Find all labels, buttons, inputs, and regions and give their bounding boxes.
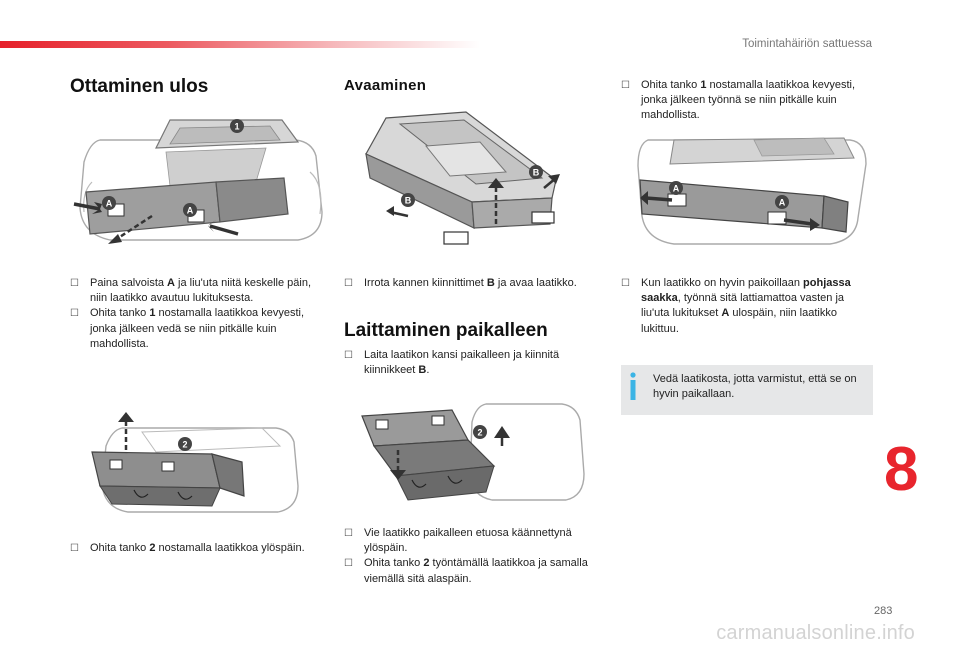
step-text: Vie laatikko paikalleen etuosa käännetty… xyxy=(364,527,572,555)
header-accent-bar xyxy=(0,41,480,48)
checkbox-bullet-icon: ☐ xyxy=(70,308,79,320)
steps-lift-out: ☐ Ohita tanko 2 nostamalla laatikkoa ylö… xyxy=(70,541,326,556)
checkbox-bullet-icon: ☐ xyxy=(344,350,353,361)
step-text: Irrota kannen kiinnittimet B ja avaa laa… xyxy=(364,277,577,289)
checkbox-bullet-icon: ☐ xyxy=(344,278,353,289)
checkbox-bullet-icon: ☐ xyxy=(621,80,630,91)
steps-unlock: ☐ Paina salvoista A ja liu'uta niitä kes… xyxy=(70,276,326,352)
step-text: Ohita tanko 2 nostamalla laatikkoa ylösp… xyxy=(90,542,305,554)
marker-A-right: A xyxy=(779,198,786,208)
marker-A-left: A xyxy=(106,199,113,209)
step-text: Kun laatikko on hyvin paikoillaan pohjas… xyxy=(641,277,851,335)
step-text: Ohita tanko 1 nostamalla laatikkoa kevye… xyxy=(90,307,305,350)
step-item: ☐ Laita laatikon kansi paikalleen ja kii… xyxy=(344,348,600,378)
step-item: ☐ Paina salvoista A ja liu'uta niitä kes… xyxy=(70,276,326,306)
marker-B-left: B xyxy=(405,196,412,206)
info-box: Vedä laatikosta, jotta varmistut, että s… xyxy=(621,365,873,415)
info-icon xyxy=(630,372,636,400)
steps-open: ☐ Irrota kannen kiinnittimet B ja avaa l… xyxy=(344,276,600,291)
checkbox-bullet-icon: ☐ xyxy=(621,278,630,289)
info-text: Vedä laatikosta, jotta varmistut, että s… xyxy=(653,373,857,401)
step-item: ☐ Irrota kannen kiinnittimet B ja avaa l… xyxy=(344,276,600,291)
illustration-open-lid: B B xyxy=(365,111,560,245)
marker-2: 2 xyxy=(477,428,482,438)
checkbox-bullet-icon: ☐ xyxy=(70,278,79,289)
marker-A-right: A xyxy=(187,206,194,216)
step-text: Laita laatikon kansi paikalleen ja kiinn… xyxy=(364,349,560,377)
checkbox-bullet-icon: ☐ xyxy=(70,543,79,554)
section-title-putting-back: Laittaminen paikalleen xyxy=(344,320,548,341)
section-title-taking-out: Ottaminen ulos xyxy=(70,76,209,97)
illustration-lock-latches: A A xyxy=(637,137,867,245)
watermark: carmanualsonline.info xyxy=(716,622,915,644)
illustration-insert-drawer: 2 xyxy=(361,403,585,501)
checkbox-bullet-icon: ☐ xyxy=(344,528,353,539)
step-text: Ohita tanko 2 työntämällä laatikkoa ja s… xyxy=(364,557,588,585)
step-item: ☐ Ohita tanko 2 nostamalla laatikkoa ylö… xyxy=(70,541,326,556)
steps-lock: ☐ Kun laatikko on hyvin paikoillaan pohj… xyxy=(621,276,873,337)
step-item: ☐ Kun laatikko on hyvin paikoillaan pohj… xyxy=(621,276,873,337)
step-text: Ohita tanko 1 nostamalla laatikkoa kevye… xyxy=(641,79,856,122)
marker-B-right: B xyxy=(533,168,540,178)
illustration-unlock-latches: A A 1 xyxy=(73,119,323,244)
steps-close-lid: ☐ Laita laatikon kansi paikalleen ja kii… xyxy=(344,348,600,378)
chapter-number: 8 xyxy=(884,435,919,504)
step-item: ☐ Ohita tanko 1 nostamalla laatikkoa kev… xyxy=(621,78,873,124)
running-header: Toimintahäiriön sattuessa xyxy=(742,38,872,50)
illustration-lift-over-bar-2: 2 xyxy=(91,412,299,513)
marker-1: 1 xyxy=(234,122,239,132)
step-text: Paina salvoista A ja liu'uta niitä keske… xyxy=(90,277,312,305)
step-item: ☐ Ohita tanko 2 työntämällä laatikkoa ja… xyxy=(344,556,600,586)
step-item: ☐ Ohita tanko 1 nostamalla laatikkoa kev… xyxy=(70,306,326,352)
marker-2: 2 xyxy=(182,440,187,450)
section-title-opening: Avaaminen xyxy=(344,77,427,94)
page-number: 283 xyxy=(874,605,893,617)
checkbox-bullet-icon: ☐ xyxy=(344,558,353,570)
steps-push-in: ☐ Ohita tanko 1 nostamalla laatikkoa kev… xyxy=(621,78,873,124)
step-item: ☐ Vie laatikko paikalleen etuosa käännet… xyxy=(344,526,600,556)
steps-insert: ☐ Vie laatikko paikalleen etuosa käännet… xyxy=(344,526,600,587)
marker-A-left: A xyxy=(673,184,680,194)
